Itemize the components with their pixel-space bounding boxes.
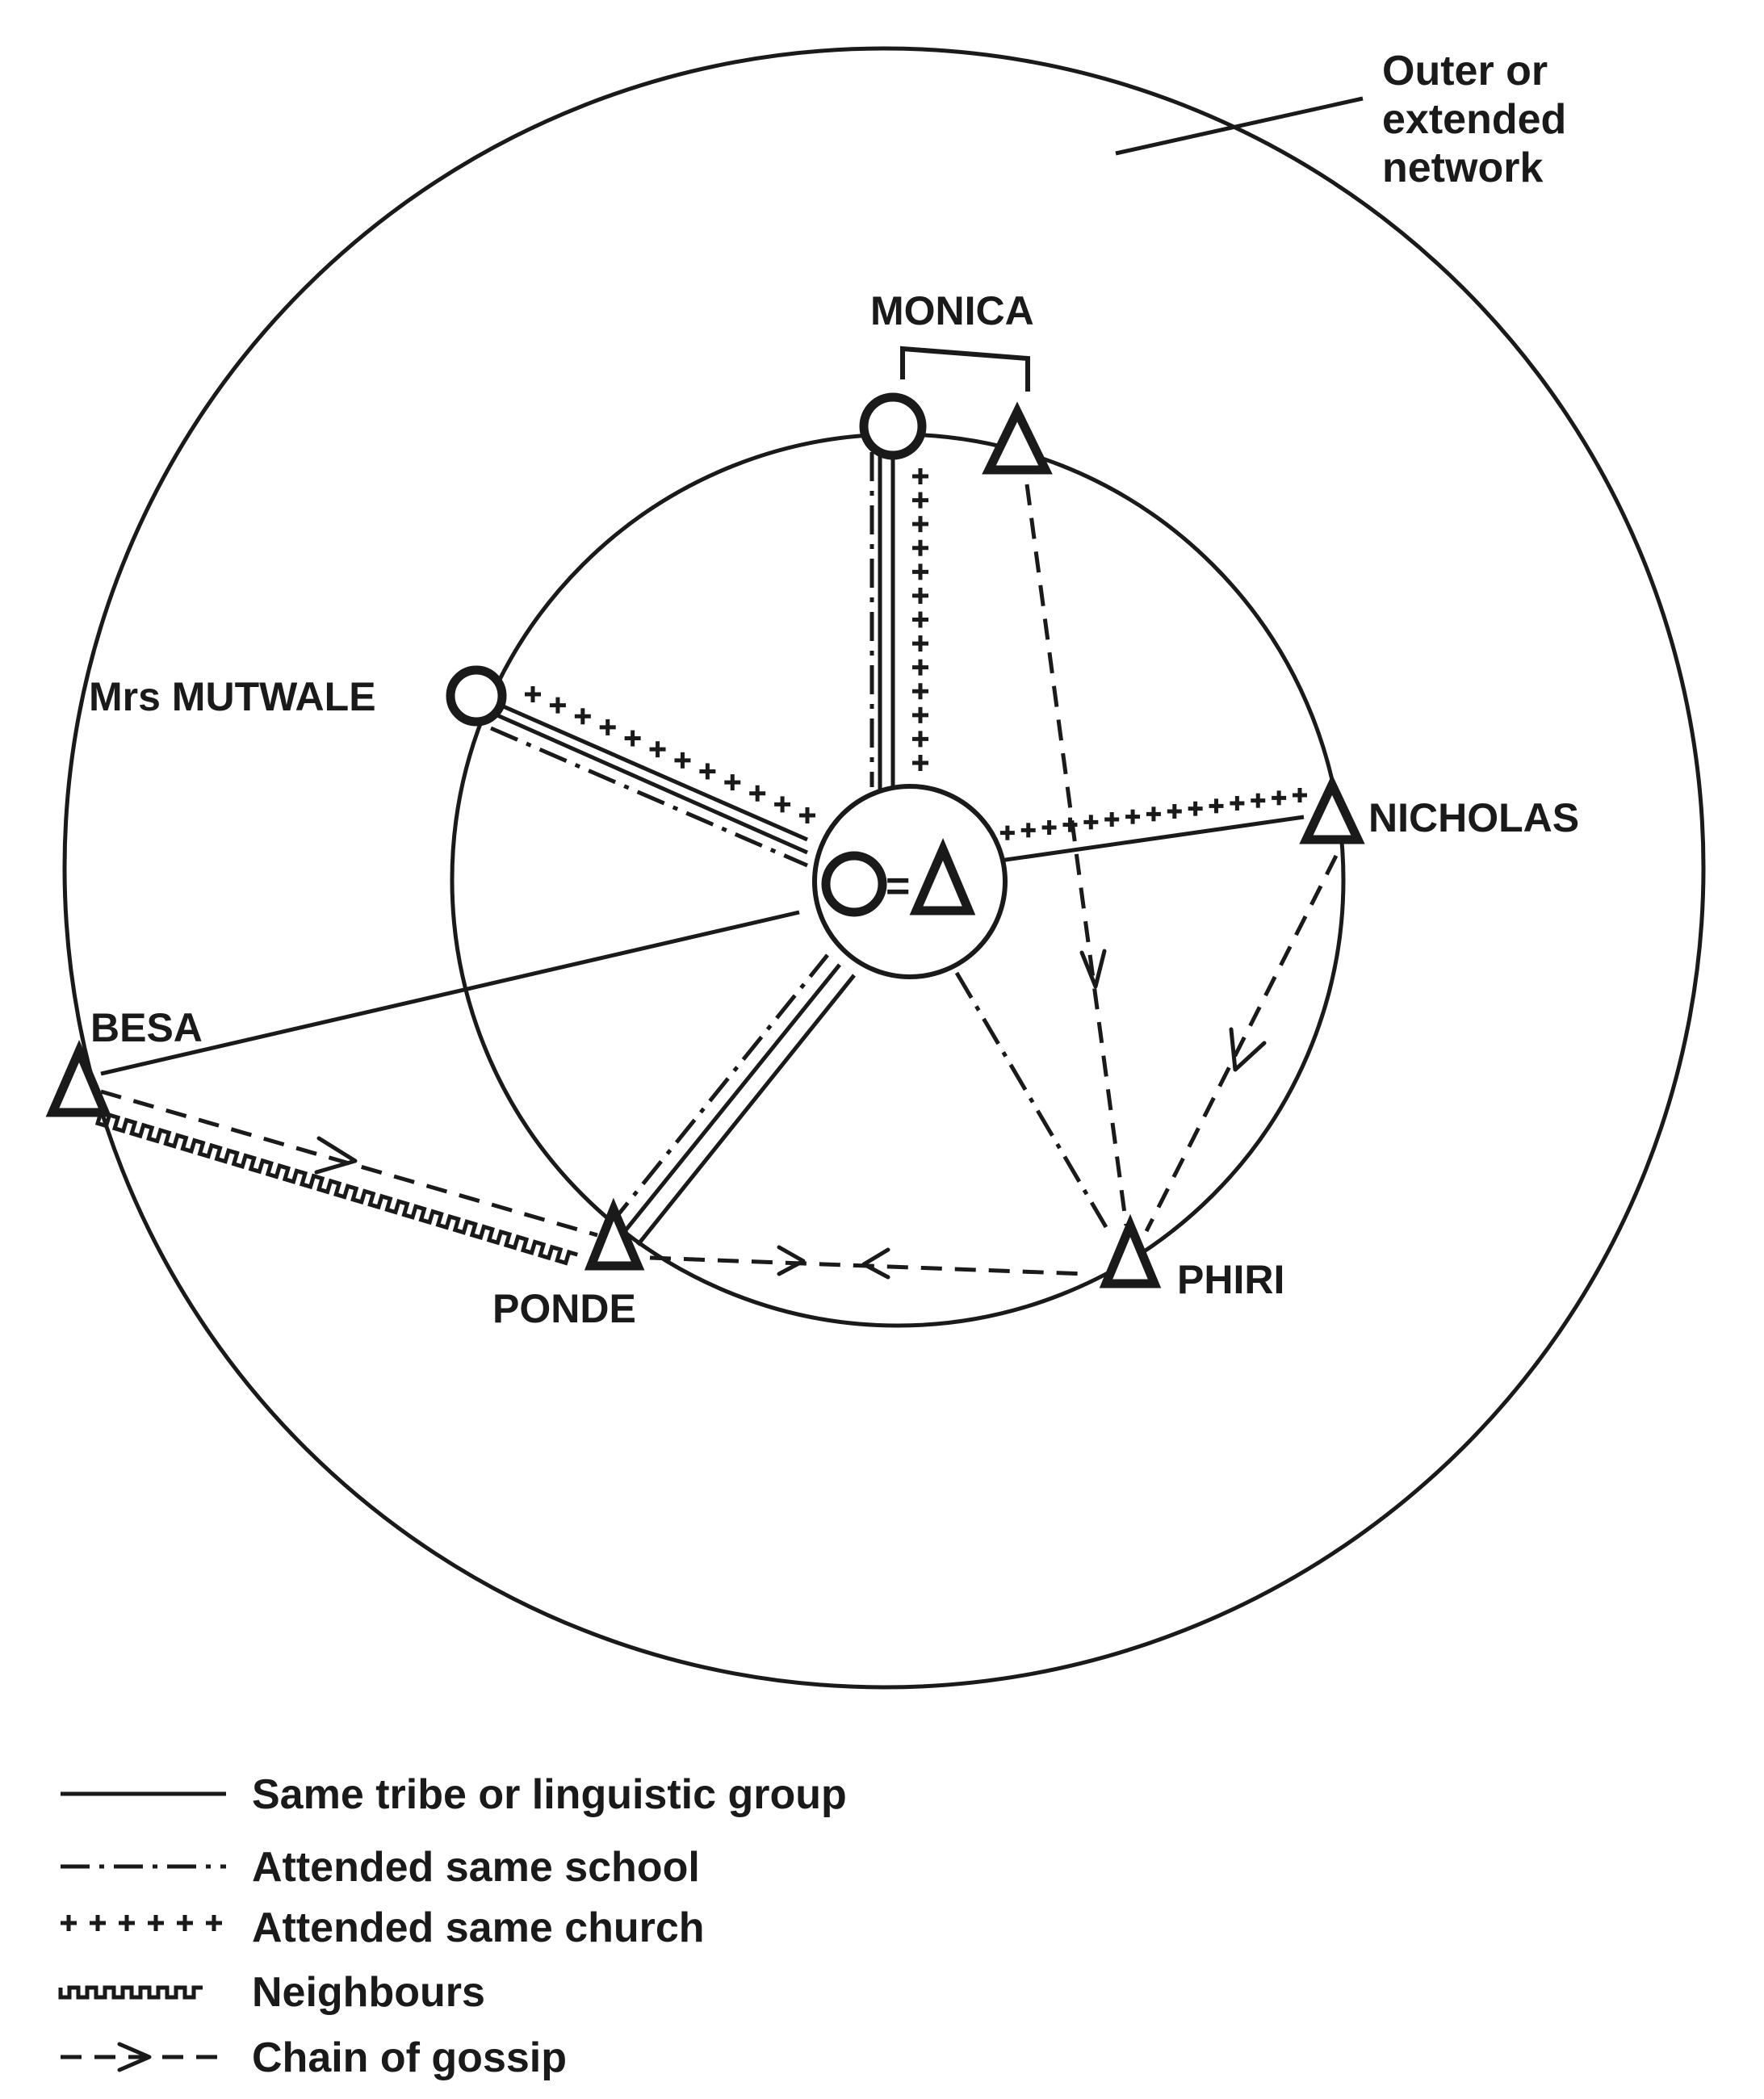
legend-item-school: Attended same school [61, 1844, 700, 1891]
central-husband-node [909, 838, 976, 915]
ponde-node [584, 1197, 645, 1271]
mrs-mutwale-label: Mrs MUTWALE [89, 674, 376, 719]
besa-node [45, 1040, 112, 1117]
edge-gossip-nicholas-phiri [1144, 854, 1339, 1233]
monica-couple-bracket [900, 346, 1030, 392]
edge-besa-ponde [94, 1089, 598, 1266]
central-couple-circle [812, 784, 1008, 979]
nicholas-node [1299, 774, 1365, 844]
legend-label-neighbours: Neighbours [252, 1969, 485, 2016]
legend: Same tribe or linguistic group Attended … [58, 1771, 847, 2081]
edge-nicholas-centre [979, 788, 1307, 865]
edge-gossip-phiri-ponde [649, 1245, 1087, 1280]
edge-mutwale-centre [490, 686, 815, 868]
church-marks-monica [912, 468, 928, 771]
nicholas-label: NICHOLAS [1368, 795, 1579, 840]
neighbours-marks-besa-ponde [94, 1112, 579, 1266]
outer-network-pointer [1115, 96, 1364, 156]
outer-network-label: extended [1382, 96, 1566, 143]
edge-gossip-monica-phiri [1024, 484, 1129, 1226]
edge-ponde-centre [608, 953, 856, 1246]
monica-label: MONICA [870, 288, 1034, 333]
edge-besa-centre [100, 910, 800, 1076]
outer-network-ring [62, 46, 1706, 1690]
legend-swatch-gossip-arrow [117, 2042, 152, 2072]
phiri-node [1099, 1213, 1162, 1288]
legend-item-tribe: Same tribe or linguistic group [61, 1771, 847, 1818]
monica-wife-node [859, 392, 927, 460]
ponde-label: PONDE [492, 1286, 636, 1331]
central-wife-node [821, 851, 887, 917]
legend-item-neighbours: Neighbours [58, 1969, 485, 2016]
church-marks-nicholas [979, 788, 1307, 843]
mrs-mutwale-node [446, 665, 507, 727]
church-marks-mutwale [525, 686, 815, 823]
outer-network-label: network [1382, 145, 1543, 191]
phiri-label: PHIRI [1177, 1257, 1284, 1302]
legend-item-gossip: Chain of gossip [61, 2034, 567, 2081]
outer-network-label: Outer or [1382, 48, 1548, 94]
legend-swatch-church [61, 1915, 222, 1931]
besa-label: BESA [90, 1005, 203, 1050]
legend-swatch-neighbours [58, 1985, 203, 2000]
monica-husband-node [982, 401, 1053, 475]
central-equals-sign: = [886, 863, 910, 910]
legend-item-church: Attended same church [61, 1904, 705, 1951]
legend-label-church: Attended same church [252, 1904, 705, 1951]
legend-label-school: Attended same school [252, 1844, 700, 1891]
edge-phiri-centre [954, 971, 1108, 1229]
edge-monica-wife-centre [869, 452, 928, 791]
legend-label-gossip: Chain of gossip [252, 2034, 567, 2081]
legend-label-tribe: Same tribe or linguistic group [252, 1771, 847, 1818]
